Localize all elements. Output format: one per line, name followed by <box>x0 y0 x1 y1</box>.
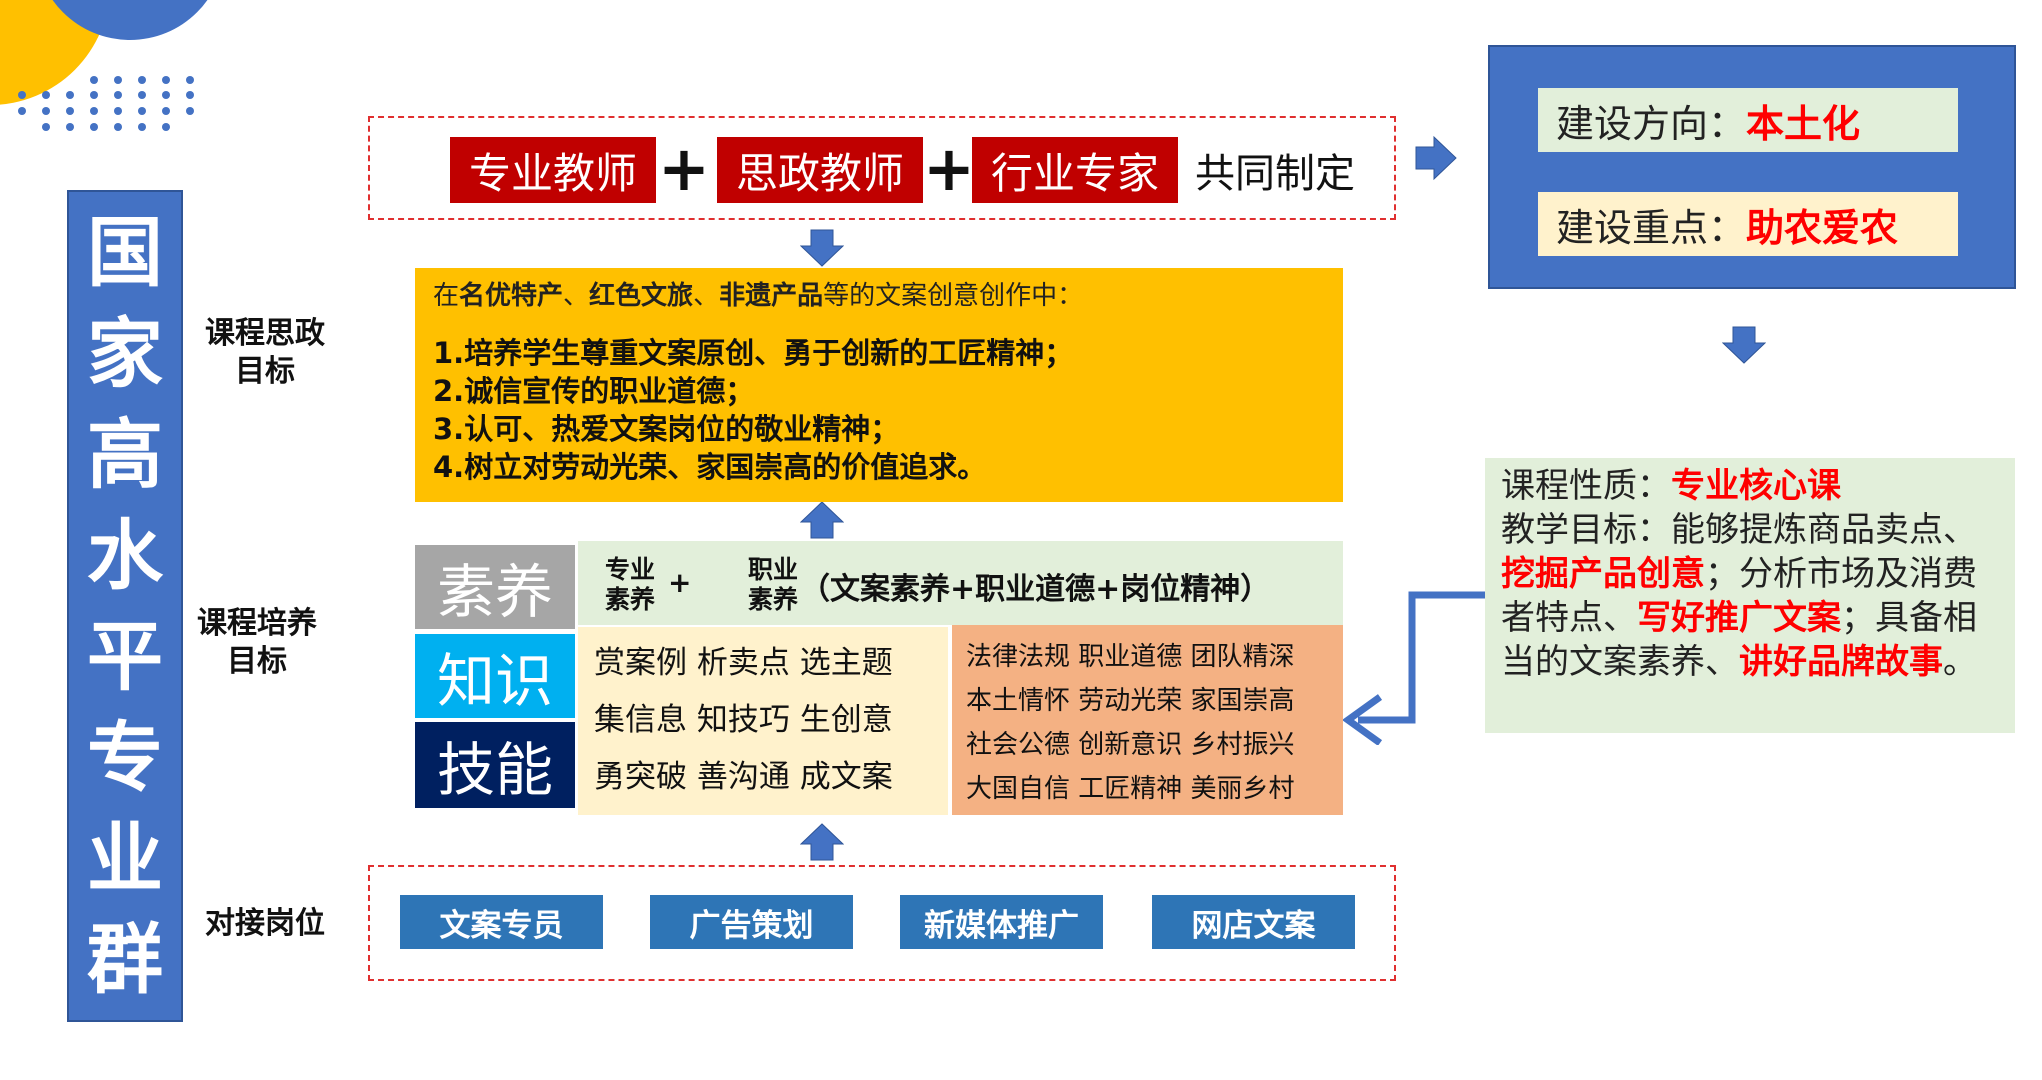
ideology-goal-item: 1.培养学生尊重文案原创、勇于创新的工匠精神； <box>433 334 1325 372</box>
literacy-detail: （文案素养+职业道德+岗位精神） <box>800 564 1270 608</box>
makers-suffix: 共同制定 <box>1180 137 1370 203</box>
values-panel: 法律法规 职业道德 团队精深 本土情怀 劳动光荣 家国崇高 社会公德 创新意识 … <box>952 625 1343 815</box>
ideology-goals-box: 在名优特产、红色文旅、非遗产品等的文案创意创作中： 1.培养学生尊重文案原创、勇… <box>415 268 1343 502</box>
corner-decoration <box>0 0 230 150</box>
course-info-box: 课程性质：专业核心课 教学目标：能够提炼商品卖点、挖掘产品创意；分析市场及消费者… <box>1485 458 2015 733</box>
arrow-down-icon <box>800 228 844 268</box>
title-char: 家 <box>87 316 163 392</box>
construction-focus: 建设重点：助农爱农 <box>1538 192 1958 256</box>
values-item: 大国自信 工匠精神 美丽乡村 <box>966 767 1343 811</box>
main-title: 国 家 高 水 平 专 业 群 <box>67 190 183 1022</box>
connector-arrow-icon <box>1340 585 1490 745</box>
row-label-jobs: 对接岗位 <box>190 905 340 943</box>
values-item: 本土情怀 劳动光荣 家国崇高 <box>966 679 1343 723</box>
title-char: 专 <box>87 720 163 796</box>
row-label-ideology: 课程思政 目标 <box>190 315 340 391</box>
row-label-cultivation: 课程培养 目标 <box>182 605 332 681</box>
plus-sign: + <box>660 135 708 201</box>
ideology-intro: 在名优特产、红色文旅、非遗产品等的文案创意创作中： <box>433 278 1325 314</box>
arrow-up-icon <box>800 822 844 862</box>
values-item: 社会公德 创新意识 乡村振兴 <box>966 723 1343 767</box>
knowledge-skill-item: 集信息 知技巧 生创意 <box>594 692 948 749</box>
arrow-down-icon <box>1722 325 1766 365</box>
title-char: 国 <box>87 215 163 291</box>
ideology-goal-item: 2.诚信宣传的职业道德； <box>433 372 1325 410</box>
title-char: 水 <box>87 518 163 594</box>
knowledge-skill-item: 勇突破 善沟通 成文案 <box>594 749 948 806</box>
tag-industry-expert: 行业专家 <box>972 137 1178 203</box>
job-copywriter: 文案专员 <box>400 895 603 949</box>
knowledge-skill-panel: 赏案例 析卖点 选主题 集信息 知技巧 生创意 勇突破 善沟通 成文案 <box>578 627 948 815</box>
title-char: 业 <box>87 821 163 897</box>
tag-professional-teacher: 专业教师 <box>450 137 656 203</box>
arrow-up-icon <box>800 500 844 540</box>
plus-sign: + <box>668 566 691 599</box>
plus-sign: + <box>925 135 973 201</box>
literacy-part-professional: 专业素养 <box>605 555 675 615</box>
knowledge-skill-item: 赏案例 析卖点 选主题 <box>594 635 948 692</box>
title-char: 群 <box>87 922 163 998</box>
ideology-goal-item: 3.认可、热爱文案岗位的敬业精神； <box>433 410 1325 448</box>
tag-ideology-teacher: 思政教师 <box>717 137 923 203</box>
arrow-right-icon <box>1414 135 1458 181</box>
job-shop-copy: 网店文案 <box>1152 895 1355 949</box>
job-new-media: 新媒体推广 <box>900 895 1103 949</box>
knowledge-label: 知识 <box>415 634 575 718</box>
literacy-label: 素养 <box>415 545 575 629</box>
title-char: 高 <box>87 417 163 493</box>
title-char: 平 <box>87 619 163 695</box>
ideology-goal-item: 4.树立对劳动光荣、家国崇高的价值追求。 <box>433 448 1325 486</box>
course-nature: 课程性质：专业核心课 <box>1501 464 1999 508</box>
course-goal: 教学目标：能够提炼商品卖点、挖掘产品创意；分析市场及消费者特点、写好推广文案；具… <box>1501 508 1999 684</box>
construction-direction: 建设方向：本土化 <box>1538 88 1958 152</box>
values-item: 法律法规 职业道德 团队精深 <box>966 635 1343 679</box>
job-ad-planner: 广告策划 <box>650 895 853 949</box>
skill-label: 技能 <box>415 722 575 808</box>
